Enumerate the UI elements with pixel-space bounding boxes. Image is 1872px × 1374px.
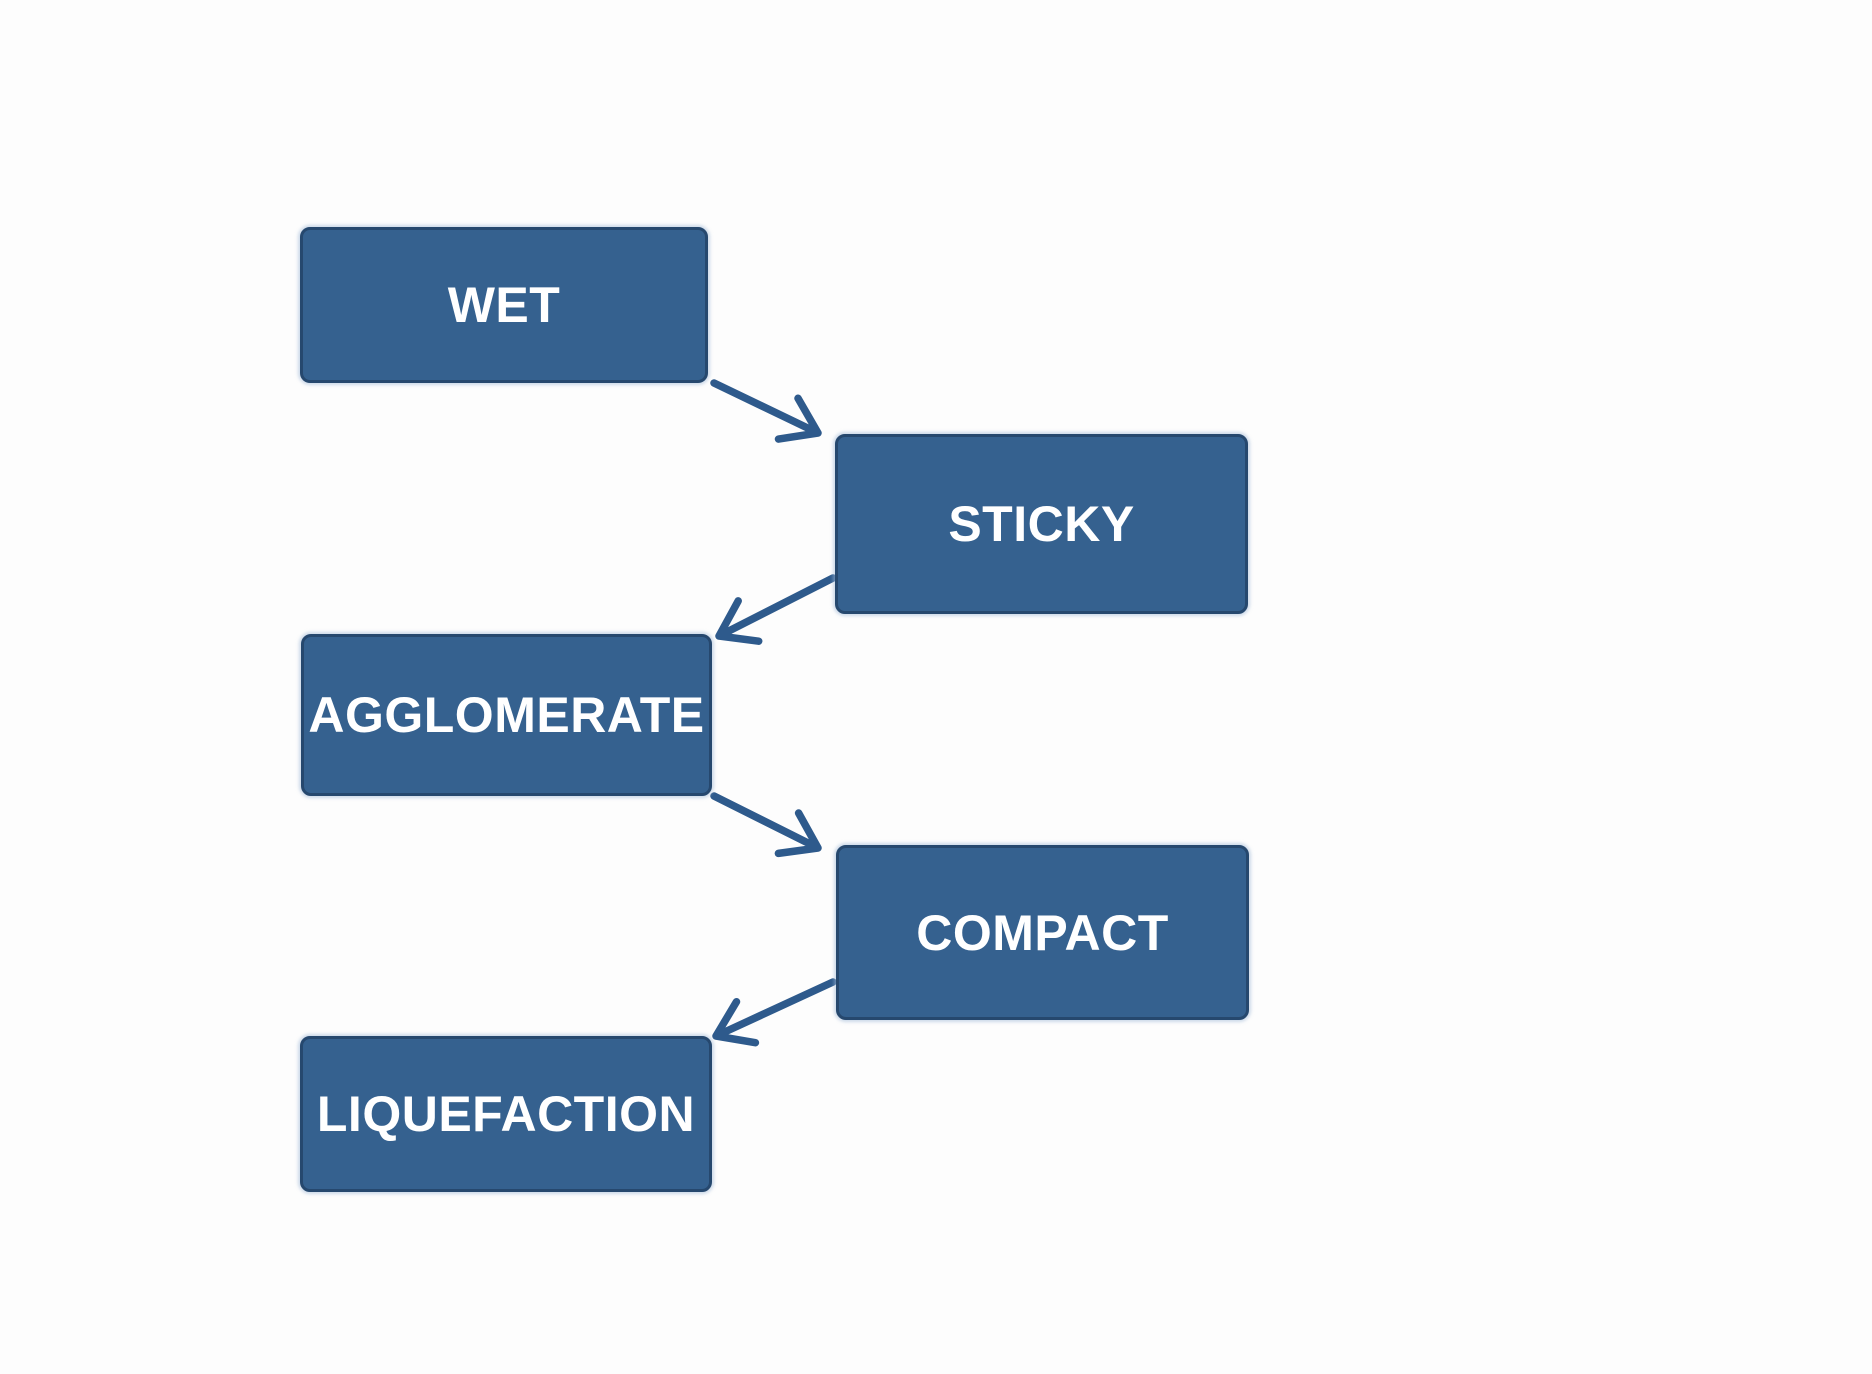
node-agglomerate: AGGLOMERATE [301,634,712,796]
flow-arrow-compact-to-liquefaction [712,978,837,1047]
node-sticky-label: STICKY [948,496,1135,552]
node-agglomerate-label: AGGLOMERATE [308,687,705,743]
node-compact: COMPACT [836,845,1249,1020]
node-liquefaction: LIQUEFACTION [300,1036,712,1192]
node-compact-label: COMPACT [916,904,1169,961]
flow-arrow-sticky-to-agglomerate [715,574,837,645]
node-wet-label: WET [447,277,561,333]
node-sticky: STICKY [835,434,1248,614]
node-wet: WET [300,227,708,383]
flow-arrow-wet-to-sticky [710,379,822,443]
node-liquefaction-label: LIQUEFACTION [316,1086,696,1142]
flow-arrow-agglomerate-to-compact [710,792,822,858]
